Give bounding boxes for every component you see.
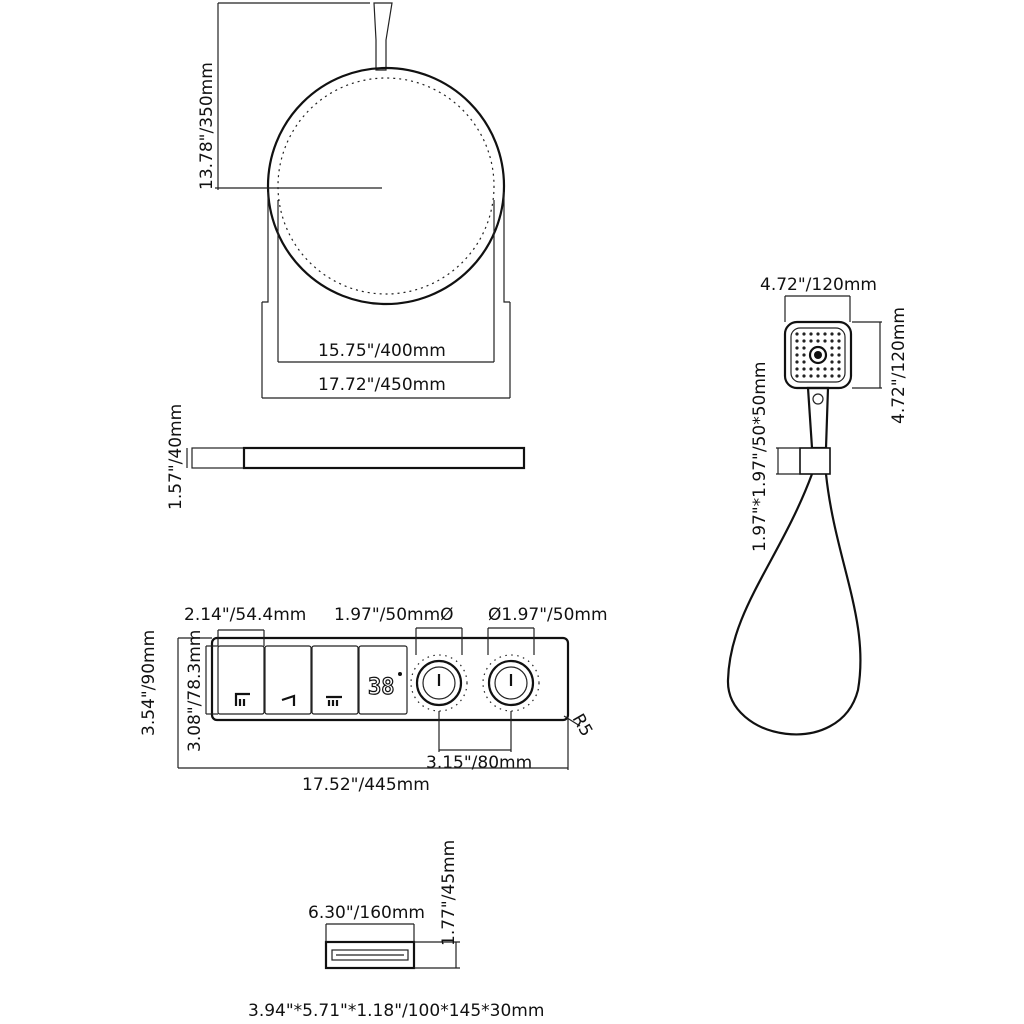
- nozzle-dot: [830, 339, 834, 343]
- nozzle-dot: [809, 332, 813, 336]
- shower-arm: [373, 2, 393, 71]
- holder-label: 1.97"*1.97"/50*50mm: [750, 362, 770, 552]
- radius-leader: [563, 715, 581, 727]
- nozzle-dot: [795, 346, 799, 350]
- nozzle-dot: [837, 346, 841, 350]
- control-panel: 38 2.14"/54.4mm 1.97"/50mmØ Ø1.97"/5: [139, 605, 608, 795]
- nozzle-dot: [816, 374, 820, 378]
- knob-spacing-label: 3.15"/80mm: [426, 753, 532, 773]
- nozzle-dot: [823, 374, 827, 378]
- inner-diameter-label: 15.75"/400mm: [318, 341, 446, 361]
- nozzle-dot: [823, 339, 827, 343]
- hand-shower-center-dot: [814, 351, 822, 359]
- nozzle-dot: [830, 374, 834, 378]
- overhead-shower-side-view: 1.57"/40mm: [166, 404, 526, 510]
- hand-shower-center: [808, 345, 828, 365]
- nozzle-dot: [816, 339, 820, 343]
- spout: 6.30"/160mm 1.77"/45mm 3.94"*5.71"*1.18"…: [248, 840, 544, 1021]
- button-rain: [217, 645, 265, 715]
- volume-knob-icon: [482, 654, 540, 712]
- nozzle-dot: [795, 339, 799, 343]
- shower-side-arm: [191, 447, 245, 469]
- nozzle-dot: [795, 374, 799, 378]
- shower-height-label: 13.78"/350mm: [197, 62, 217, 190]
- nozzle-ring: [277, 77, 495, 295]
- knob1-diameter-label: 1.97"/50mmØ: [334, 605, 454, 625]
- nozzle-dot: [802, 367, 806, 371]
- shower-side-body: [242, 446, 526, 470]
- total-width-label: 17.52"/445mm: [302, 775, 430, 795]
- panel-outline: [210, 636, 570, 722]
- hand-shower-handle: [806, 386, 830, 450]
- nozzle-dot: [795, 367, 799, 371]
- hand-shower-face: [790, 327, 846, 383]
- button-hand: [264, 645, 312, 715]
- nozzle-dot: [830, 346, 834, 350]
- overhead-shower-top-view: 13.78"/350mm 15.75"/400mm 17.72"/450mm: [197, 2, 511, 399]
- nozzle-dot: [837, 360, 841, 364]
- outer-height-label: 3.54"/90mm: [139, 630, 159, 736]
- shower-frame-outline: [262, 192, 510, 303]
- display-temperature: 38: [368, 675, 395, 700]
- nozzle-dot: [837, 374, 841, 378]
- spout-body: [324, 940, 416, 970]
- nozzle-dot: [802, 353, 806, 357]
- nozzle-dot: [830, 367, 834, 371]
- radius-label: R5: [568, 711, 597, 741]
- nozzle-dot: [823, 367, 827, 371]
- head-height-label: 4.72"/120mm: [889, 307, 909, 424]
- spout-box-label: 3.94"*5.71"*1.18"/100*145*30mm: [248, 1001, 544, 1021]
- hand-shower: 4.72"/120mm 4.72"/120mm 1.97"*1.97"/50*5…: [726, 275, 909, 736]
- nozzle-dot: [802, 374, 806, 378]
- nozzle-dot: [837, 339, 841, 343]
- shower-head-outer: [266, 66, 506, 306]
- hand-shower-nozzles: [795, 332, 841, 378]
- nozzle-dot: [830, 353, 834, 357]
- button-width-label: 2.14"/54.4mm: [184, 605, 306, 625]
- nozzle-dot: [802, 339, 806, 343]
- nozzle-dot: [816, 332, 820, 336]
- nozzle-dot: [795, 332, 799, 336]
- spout-height-label: 1.77"/45mm: [439, 840, 459, 946]
- nozzle-dot: [809, 339, 813, 343]
- inner-height-label: 3.08"/78.3mm: [185, 630, 205, 752]
- nozzle-dot: [809, 367, 813, 371]
- spout-icon: [326, 695, 342, 706]
- nozzle-dot: [795, 360, 799, 364]
- nozzle-dot: [823, 332, 827, 336]
- spout-outlet: [331, 949, 409, 961]
- outer-width-label: 17.72"/450mm: [318, 375, 446, 395]
- nozzle-dot: [802, 346, 806, 350]
- nozzle-dot: [830, 360, 834, 364]
- spout-width-label: 6.30"/160mm: [308, 903, 425, 923]
- nozzle-dot: [795, 353, 799, 357]
- wall-holder: [799, 447, 831, 475]
- knob2-diameter-label: Ø1.97"/50mm: [488, 605, 608, 625]
- nozzle-dot: [837, 367, 841, 371]
- rain-shower-icon: [234, 692, 250, 706]
- nozzle-dot: [837, 353, 841, 357]
- nozzle-dot: [837, 332, 841, 336]
- nozzle-dot: [809, 374, 813, 378]
- shower-thickness-label: 1.57"/40mm: [166, 404, 186, 510]
- thermostat-knob-icon: [410, 654, 468, 712]
- nozzle-dot: [802, 360, 806, 364]
- nozzle-dot: [802, 332, 806, 336]
- head-width-label: 4.72"/120mm: [760, 275, 877, 295]
- shower-hose: [726, 473, 862, 736]
- nozzle-dot: [830, 332, 834, 336]
- hand-shower-icon: [281, 694, 296, 706]
- button-display: [358, 645, 408, 715]
- nozzle-dot: [816, 367, 820, 371]
- handle-button: [812, 393, 824, 405]
- button-spout: [311, 645, 359, 715]
- digital-display-icon: 38: [367, 672, 402, 701]
